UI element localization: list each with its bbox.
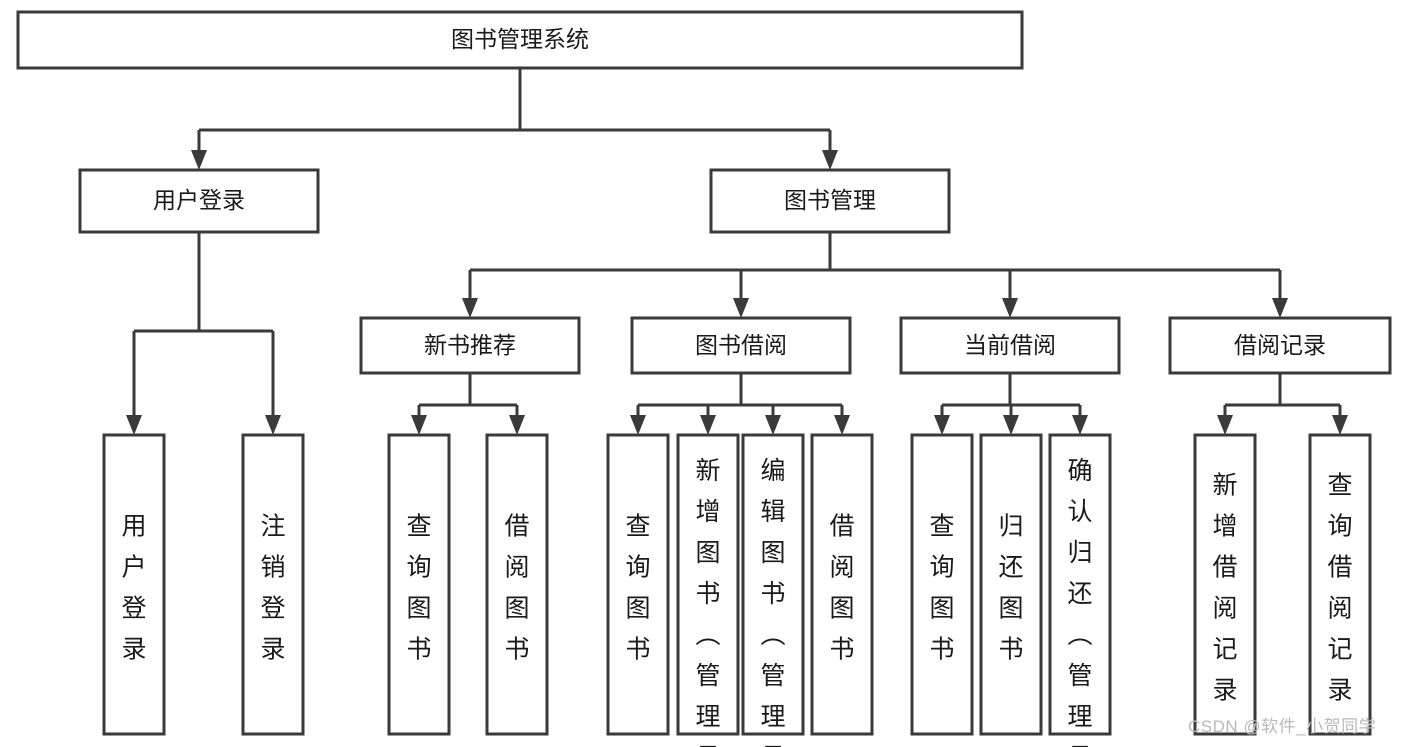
leaf-node-query-borrow-record[interactable]: 查询借阅记录 — [1308, 433, 1372, 736]
leaf-label: 注销登录 — [260, 512, 285, 663]
node-root[interactable]: 图书管理系统 — [16, 10, 1024, 70]
edges-layer — [126, 68, 1348, 435]
leaf-label: 借阅图书 — [829, 512, 854, 663]
arrow-nbr-leaf2 — [509, 415, 525, 435]
arrow-to-current-borrow — [1002, 298, 1018, 318]
user-login-box[interactable] — [78, 168, 320, 234]
user-login-label: 用户登录 — [153, 187, 245, 213]
leaf-box[interactable] — [1308, 433, 1372, 736]
node-borrow-record[interactable]: 借阅记录 — [1168, 316, 1392, 375]
leaf-box[interactable] — [741, 433, 805, 736]
leaf-node-user-login[interactable]: 用户登录 — [102, 433, 166, 736]
arrow-bb-leaf4 — [834, 415, 850, 435]
book-borrow-box[interactable] — [630, 316, 852, 375]
arrow-to-new-book-rec — [462, 298, 478, 318]
leaf-label: 借阅图书 — [504, 512, 529, 663]
arrow-cb-leaf1 — [934, 415, 950, 435]
current-borrow-box[interactable] — [899, 316, 1121, 375]
leaf-label: 归还图书 — [998, 512, 1023, 663]
arrow-nbr-leaf1 — [411, 415, 427, 435]
leaf-label: 编辑图书︵管理员︶ — [760, 457, 785, 747]
node-new-book-recommend[interactable]: 新书推荐 — [359, 316, 581, 375]
arrow-to-borrow-record — [1272, 298, 1288, 318]
arrow-root-to-user-login — [191, 150, 207, 170]
leaf-node-borrow-book[interactable]: 借阅图书 — [485, 433, 549, 736]
arrow-cb-leaf2 — [1003, 415, 1019, 435]
leaf-node-borrow-book[interactable]: 借阅图书 — [810, 433, 874, 736]
leaf-box[interactable] — [676, 433, 740, 736]
book-borrow-label: 图书借阅 — [695, 332, 787, 358]
arrow-root-to-book-mgmt — [822, 150, 838, 170]
leaf-node-confirm-return-admin[interactable]: 确认归还︵管理员︶ — [1048, 433, 1112, 747]
leaf-node-logout[interactable]: 注销登录 — [241, 433, 305, 736]
root-label: 图书管理系统 — [451, 26, 589, 52]
leaf-box[interactable] — [387, 433, 451, 736]
book-management-box[interactable] — [709, 168, 951, 234]
watermark: CSDN @软件_小贺同学 — [1188, 717, 1377, 736]
leaf-node-query-book[interactable]: 查询图书 — [910, 433, 974, 736]
leaf-node-edit-book-admin[interactable]: 编辑图书︵管理员︶ — [741, 433, 805, 747]
borrow-record-box[interactable] — [1168, 316, 1392, 375]
borrow-record-label: 借阅记录 — [1234, 332, 1326, 358]
leaf-label: 新增图书︵管理员︶ — [695, 457, 720, 747]
leaf-box[interactable] — [810, 433, 874, 736]
leaf-label: 新增借阅记录 — [1212, 471, 1237, 704]
leaf-label: 查询图书 — [406, 512, 431, 663]
leaf-box[interactable] — [102, 433, 166, 736]
arrow-bb-leaf2 — [700, 415, 716, 435]
book-management-label: 图书管理 — [784, 187, 876, 213]
node-book-borrow[interactable]: 图书借阅 — [630, 316, 852, 375]
arrow-bb-leaf3 — [765, 415, 781, 435]
node-user-login[interactable]: 用户登录 — [78, 168, 320, 234]
leaf-node-add-book-admin[interactable]: 新增图书︵管理员︶ — [676, 433, 740, 747]
leaf-label: 查询图书 — [929, 512, 954, 663]
leaf-label: 查询图书 — [625, 512, 650, 663]
leaf-node-query-book[interactable]: 查询图书 — [606, 433, 670, 736]
arrow-bb-leaf1 — [630, 415, 646, 435]
leaf-box[interactable] — [241, 433, 305, 736]
leaf-box[interactable] — [606, 433, 670, 736]
arrow-to-leaf-user-login — [126, 415, 142, 435]
arrow-to-book-borrow — [733, 298, 749, 318]
leaf-node-query-book[interactable]: 查询图书 — [387, 433, 451, 736]
leaf-label: 确认归还︵管理员︶ — [1067, 457, 1092, 747]
root-box[interactable] — [16, 10, 1024, 70]
leaf-box[interactable] — [1048, 433, 1112, 736]
leaf-node-return-book[interactable]: 归还图书 — [979, 433, 1043, 736]
current-borrow-label: 当前借阅 — [964, 332, 1056, 358]
leaf-box[interactable] — [485, 433, 549, 736]
arrow-to-leaf-logout — [265, 415, 281, 435]
node-current-borrow[interactable]: 当前借阅 — [899, 316, 1121, 375]
leaf-nodes-layer: 用户登录 注销登录 查询图书 借阅图书 查询图书 新增图书︵管理员︶ 编辑图书︵管理员︶ 借阅… — [102, 433, 1372, 747]
node-book-management[interactable]: 图书管理 — [709, 168, 951, 234]
new-book-recommend-label: 新书推荐 — [424, 332, 516, 358]
leaf-box[interactable] — [1193, 433, 1257, 736]
arrow-cb-leaf3 — [1072, 415, 1088, 435]
leaf-node-add-borrow-record[interactable]: 新增借阅记录 — [1193, 433, 1257, 736]
leaf-label: 用户登录 — [121, 512, 146, 663]
leaf-box[interactable] — [979, 433, 1043, 736]
arrow-br-leaf1 — [1217, 415, 1233, 435]
leaf-label: 查询借阅记录 — [1327, 471, 1352, 704]
leaf-box[interactable] — [910, 433, 974, 736]
arrow-br-leaf2 — [1332, 415, 1348, 435]
new-book-recommend-box[interactable] — [359, 316, 581, 375]
